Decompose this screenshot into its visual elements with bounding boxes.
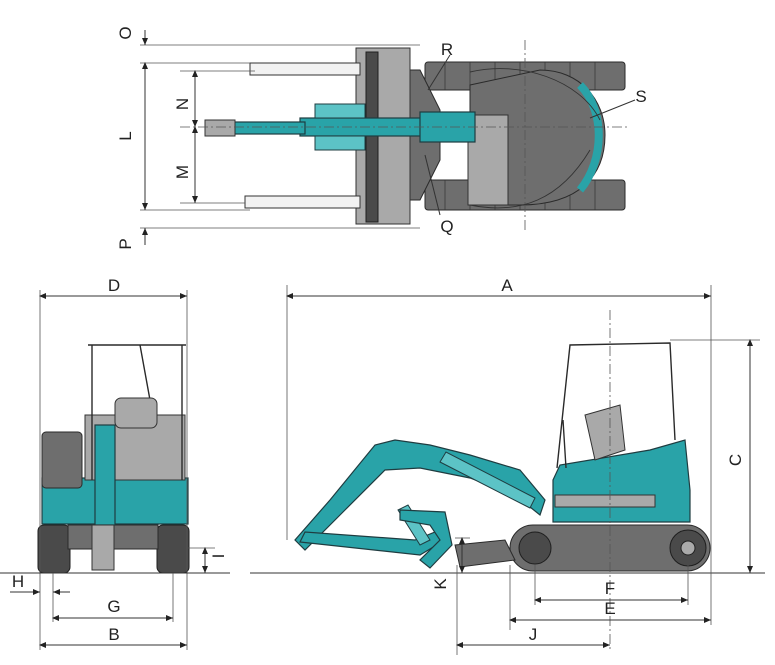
- label-P: P: [116, 238, 135, 249]
- blade-arm-lower: [244, 195, 361, 209]
- leader-S: [589, 99, 636, 119]
- side-blade: [454, 539, 516, 568]
- label-D: D: [108, 276, 120, 295]
- label-C: C: [726, 454, 745, 466]
- side-boom-cylinder: [439, 451, 536, 509]
- side-view: [250, 285, 765, 655]
- front-boom: [94, 424, 116, 526]
- boom-cylinder-bottom: [314, 135, 366, 151]
- boom-cylinder-top: [314, 103, 366, 119]
- idler-wheel: [518, 531, 552, 565]
- label-K: K: [431, 578, 450, 590]
- label-A: A: [501, 276, 513, 295]
- top-view: [140, 30, 636, 245]
- label-S: S: [635, 87, 646, 106]
- label-L: L: [116, 131, 135, 140]
- label-J: J: [529, 625, 538, 644]
- side-body: [552, 439, 691, 523]
- side-bucket: [399, 509, 453, 569]
- label-N: N: [173, 98, 192, 110]
- front-seat: [114, 397, 158, 429]
- label-O: O: [116, 26, 135, 39]
- front-engine-cover: [41, 431, 83, 489]
- leader-R: [427, 54, 451, 91]
- label-F: F: [605, 579, 615, 598]
- front-bucket: [91, 524, 115, 571]
- front-track-left: [37, 524, 71, 574]
- label-M: M: [173, 165, 192, 179]
- side-canopy: [556, 342, 676, 469]
- side-seat: [584, 404, 626, 461]
- label-E: E: [604, 599, 615, 618]
- top-bucket: [204, 119, 236, 137]
- label-Q: Q: [440, 217, 453, 236]
- front-canopy: [88, 344, 186, 480]
- top-arm: [229, 121, 306, 135]
- label-I: I: [209, 554, 228, 559]
- blade-arm-upper: [249, 62, 361, 76]
- leader-Q: [424, 154, 441, 216]
- side-body-stripe: [554, 494, 656, 508]
- label-B: B: [108, 625, 119, 644]
- dimension-labels: O L P N M R S Q D A C I K H G B F E J: [12, 26, 745, 644]
- swing-radius-arc: [469, 68, 601, 121]
- label-R: R: [441, 40, 453, 59]
- front-track-right: [156, 524, 190, 574]
- label-G: G: [107, 597, 120, 616]
- blade-rib: [365, 51, 379, 223]
- counterweight-rim: [576, 82, 603, 193]
- label-H: H: [12, 572, 24, 591]
- front-view: [0, 290, 230, 650]
- tail-swing-arc: [469, 149, 591, 209]
